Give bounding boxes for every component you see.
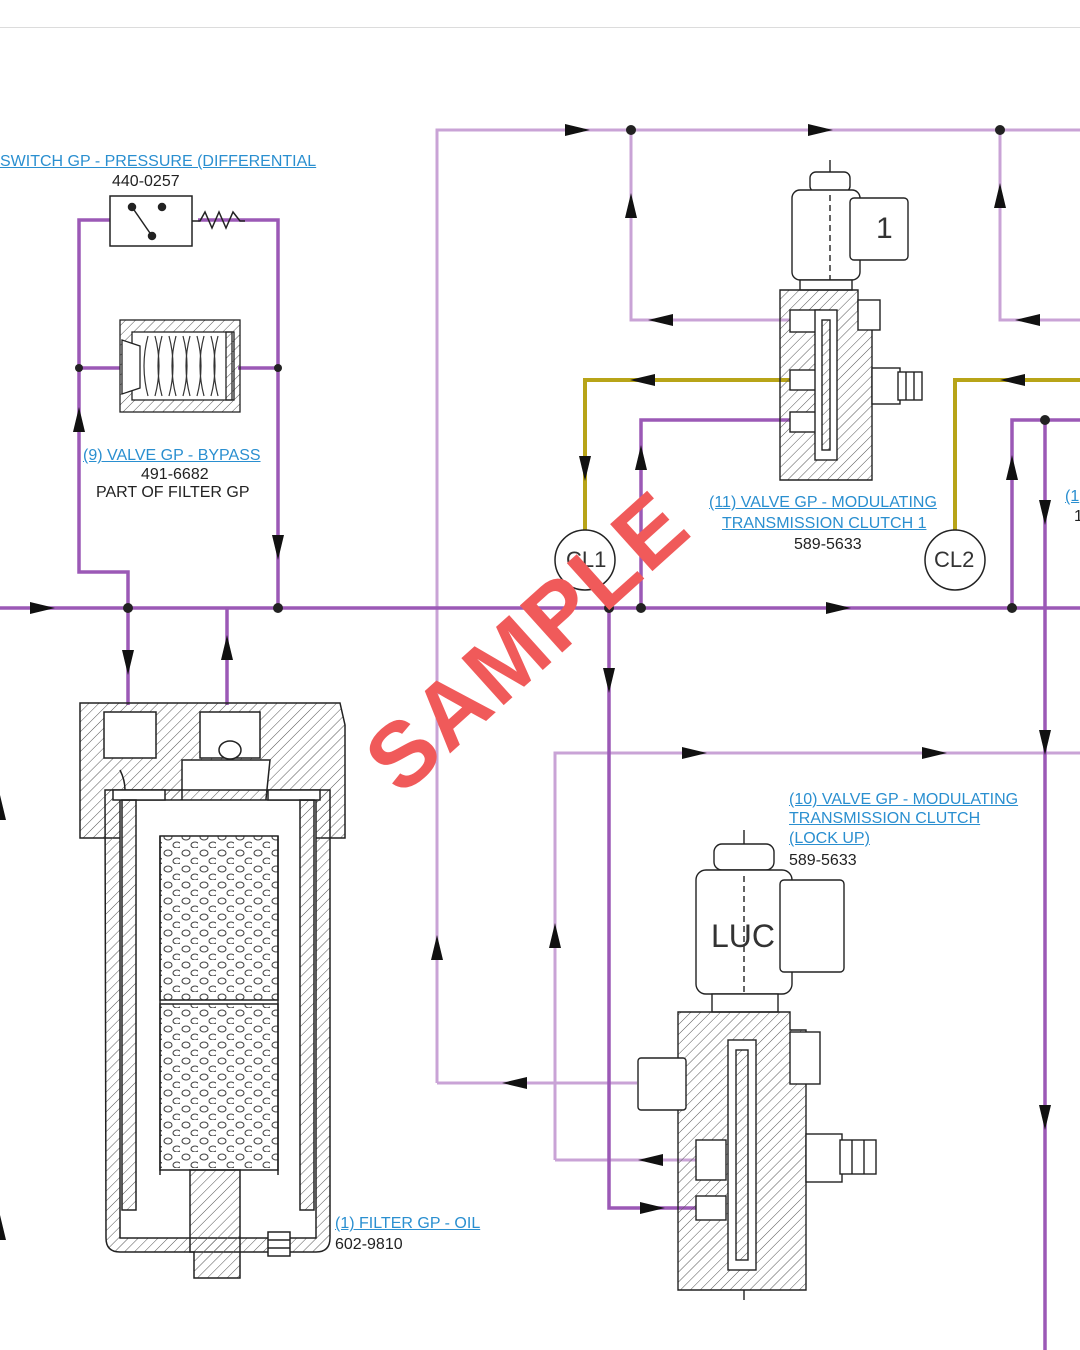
valve-10-title-link[interactable]: (10) VALVE GP - MODULATING: [789, 791, 1019, 808]
cl2-port-label: CL2: [934, 547, 975, 572]
valve-11-part-number: 589-5633: [794, 536, 862, 553]
filter-title-link[interactable]: (1) FILTER GP - OIL: [335, 1215, 481, 1232]
pressure-switch-symbol: [109, 195, 245, 247]
clutch-lines: [583, 378, 1080, 532]
valve-11-drawing: [779, 160, 923, 481]
bypass-valve-title-link[interactable]: (9) VALVE GP - BYPASS: [83, 447, 261, 464]
junction-dots: [75, 125, 1050, 613]
valve-11-title-link[interactable]: (11) VALVE GP - MODULATING: [709, 494, 937, 511]
cut-off-label-text: 1: [1074, 508, 1080, 525]
bypass-valve-drawing: [119, 319, 241, 413]
valve-10-drawing: [637, 830, 877, 1300]
filter-part-number: 602-9810: [335, 1236, 403, 1253]
pressure-switch-part-number: 440-0257: [112, 173, 180, 190]
supply-lines: [0, 218, 1080, 1350]
valve-11-subtitle-link[interactable]: TRANSMISSION CLUTCH 1: [722, 515, 927, 532]
bypass-valve-part-number: 491-6682: [141, 466, 209, 483]
viewer-top-bar: [0, 0, 1080, 28]
valve-10-solenoid-id: LUC: [711, 918, 776, 954]
valve-10-part-number: 589-5633: [789, 852, 857, 869]
bypass-valve-note: PART OF FILTER GP: [96, 484, 250, 501]
clutch-port-circles: [554, 529, 986, 591]
cut-off-label-link[interactable]: (1: [1065, 488, 1080, 505]
cl1-port-label: CL1: [566, 547, 607, 572]
valve-10-lockup-link[interactable]: (LOCK UP): [789, 830, 870, 847]
flow-arrows: [0, 124, 1051, 1240]
pressure-switch-title-link[interactable]: SWITCH GP - PRESSURE (DIFFERENTIAL: [0, 153, 317, 170]
valve-11-solenoid-id: 1: [876, 212, 893, 245]
oil-filter-drawing: [79, 702, 346, 1279]
valve-10-subtitle-link[interactable]: TRANSMISSION CLUTCH: [789, 810, 981, 827]
